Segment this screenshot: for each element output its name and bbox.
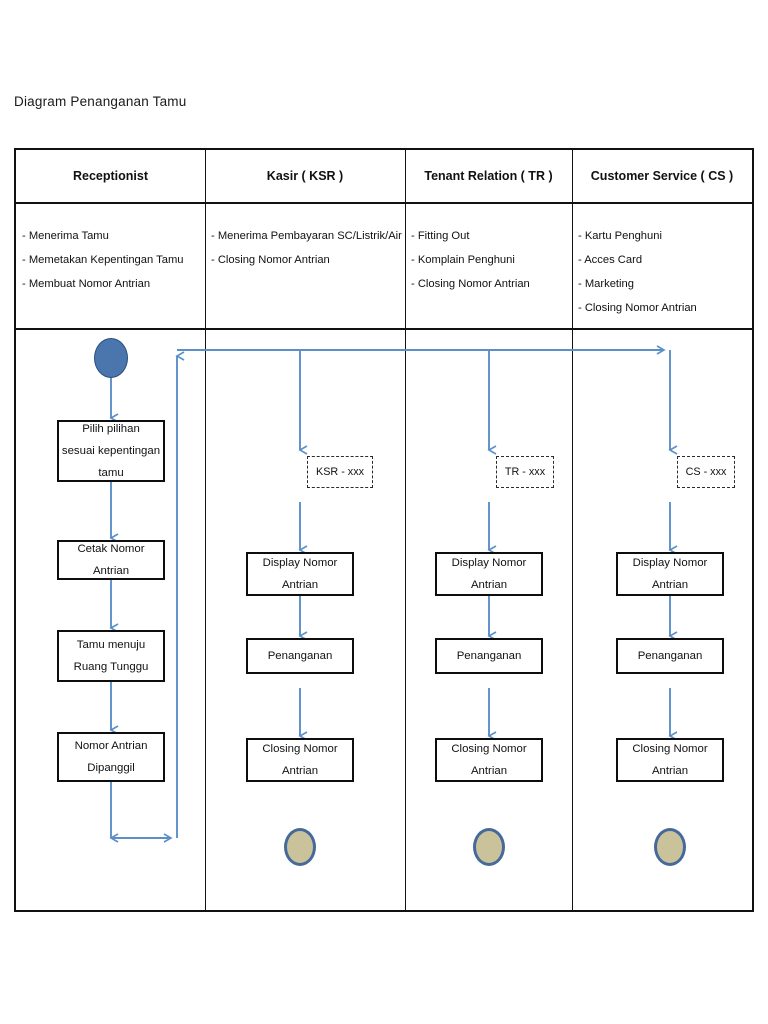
process-box-cetak-nomor-antrian[interactable]: Cetak Nomor Antrian: [57, 540, 165, 580]
process-box-line: Display Nomor: [451, 557, 527, 569]
duty-item: - Fitting Out: [411, 230, 470, 242]
process-box-tr-display-nomor-antrian[interactable]: Display Nomor Antrian: [435, 552, 543, 596]
process-box-cs-display-nomor-antrian[interactable]: Display Nomor Antrian: [616, 552, 724, 596]
duty-item: - Membuat Nomor Antrian: [22, 278, 151, 290]
process-box-line: Penanganan: [267, 650, 333, 662]
process-box-line: Antrian: [281, 579, 319, 591]
row-divider-duties: [16, 328, 752, 330]
process-box-line: Tamu menuju: [76, 639, 146, 651]
column-header-tenant-relation: Tenant Relation ( TR ): [405, 150, 572, 202]
note-box-ksr[interactable]: KSR - xxx: [307, 456, 373, 488]
duty-item: - Closing Nomor Antrian: [211, 254, 330, 266]
duty-item: - Menerima Pembayaran SC/Listrik/Air: [211, 230, 402, 242]
column-header-kasir: Kasir ( KSR ): [205, 150, 405, 202]
column-header-customer-service: Customer Service ( CS ): [572, 150, 752, 202]
process-box-line: Display Nomor: [632, 557, 708, 569]
process-box-ksr-penanganan[interactable]: Penanganan: [246, 638, 354, 674]
process-box-line: Closing Nomor: [451, 743, 527, 755]
duties-cell-customer-service: - Kartu Penghuni - Acces Card - Marketin…: [572, 204, 752, 328]
process-box-line: Antrian: [470, 765, 508, 777]
duty-item: - Marketing: [578, 278, 634, 290]
process-box-line: Nomor Antrian: [74, 740, 148, 752]
note-box-cs[interactable]: CS - xxx: [677, 456, 735, 488]
column-divider-3: [572, 150, 573, 910]
duty-item: - Kartu Penghuni: [578, 230, 662, 242]
duty-item: - Komplain Penghuni: [411, 254, 515, 266]
column-header-label: Kasir ( KSR ): [266, 169, 344, 183]
process-box-line: Closing Nomor: [632, 743, 708, 755]
process-box-line: Antrian: [651, 765, 689, 777]
note-box-label: CS - xxx: [685, 466, 727, 478]
duty-item: - Closing Nomor Antrian: [411, 278, 530, 290]
page-title: Diagram Penanganan Tamu: [14, 94, 187, 109]
process-box-tr-closing-nomor-antrian[interactable]: Closing Nomor Antrian: [435, 738, 543, 782]
column-header-receptionist: Receptionist: [16, 150, 205, 202]
process-box-line: Antrian: [470, 579, 508, 591]
process-box-cs-penanganan[interactable]: Penanganan: [616, 638, 724, 674]
row-divider-header: [16, 202, 752, 204]
process-box-pilih-pilihan[interactable]: Pilih pilihan sesuai kepentingan tamu: [57, 420, 165, 482]
note-box-label: TR - xxx: [504, 466, 546, 478]
process-box-tamu-menuju-ruang-tunggu[interactable]: Tamu menuju Ruang Tunggu: [57, 630, 165, 682]
column-divider-1: [205, 150, 206, 910]
process-box-cs-closing-nomor-antrian[interactable]: Closing Nomor Antrian: [616, 738, 724, 782]
process-box-line: Pilih pilihan: [82, 423, 140, 435]
column-divider-2: [405, 150, 406, 910]
process-box-line: Closing Nomor: [262, 743, 338, 755]
process-box-line: Cetak Nomor: [77, 543, 145, 555]
end-node-tr: [473, 828, 505, 866]
process-box-ksr-closing-nomor-antrian[interactable]: Closing Nomor Antrian: [246, 738, 354, 782]
flowchart-area: Pilih pilihan sesuai kepentingan tamu Ce…: [16, 330, 752, 910]
duty-item: - Acces Card: [578, 254, 643, 266]
process-box-line: sesuai kepentingan: [61, 445, 161, 457]
process-box-line: Antrian: [92, 565, 130, 577]
process-box-line: tamu: [98, 467, 124, 479]
duties-cell-tenant-relation: - Fitting Out - Komplain Penghuni - Clos…: [405, 204, 572, 328]
process-box-nomor-antrian-dipanggil[interactable]: Nomor Antrian Dipanggil: [57, 732, 165, 782]
duty-item: - Memetakan Kepentingan Tamu: [22, 254, 184, 266]
process-box-line: Penanganan: [637, 650, 703, 662]
duty-item: - Closing Nomor Antrian: [578, 302, 697, 314]
process-box-line: Antrian: [651, 579, 689, 591]
note-box-tr[interactable]: TR - xxx: [496, 456, 554, 488]
end-node-cs: [654, 828, 686, 866]
note-box-label: KSR - xxx: [316, 466, 364, 478]
duty-item: - Menerima Tamu: [22, 230, 109, 242]
flow-connectors: [109, 345, 678, 843]
duties-cell-kasir: - Menerima Pembayaran SC/Listrik/Air - C…: [205, 204, 405, 328]
column-header-label: Tenant Relation ( TR ): [424, 169, 553, 183]
process-box-line: Penanganan: [456, 650, 522, 662]
column-header-label: Receptionist: [72, 169, 148, 183]
duties-cell-receptionist: - Menerima Tamu - Memetakan Kepentingan …: [16, 204, 205, 328]
process-box-line: Dipanggil: [87, 762, 135, 774]
process-box-line: Display Nomor: [262, 557, 338, 569]
process-box-line: Ruang Tunggu: [73, 661, 149, 673]
process-box-ksr-display-nomor-antrian[interactable]: Display Nomor Antrian: [246, 552, 354, 596]
process-box-line: Antrian: [281, 765, 319, 777]
start-node: [94, 338, 128, 378]
column-header-label: Customer Service ( CS ): [590, 169, 734, 183]
swimlane-table: Receptionist Kasir ( KSR ) Tenant Relati…: [14, 148, 754, 912]
process-box-tr-penanganan[interactable]: Penanganan: [435, 638, 543, 674]
end-node-ksr: [284, 828, 316, 866]
